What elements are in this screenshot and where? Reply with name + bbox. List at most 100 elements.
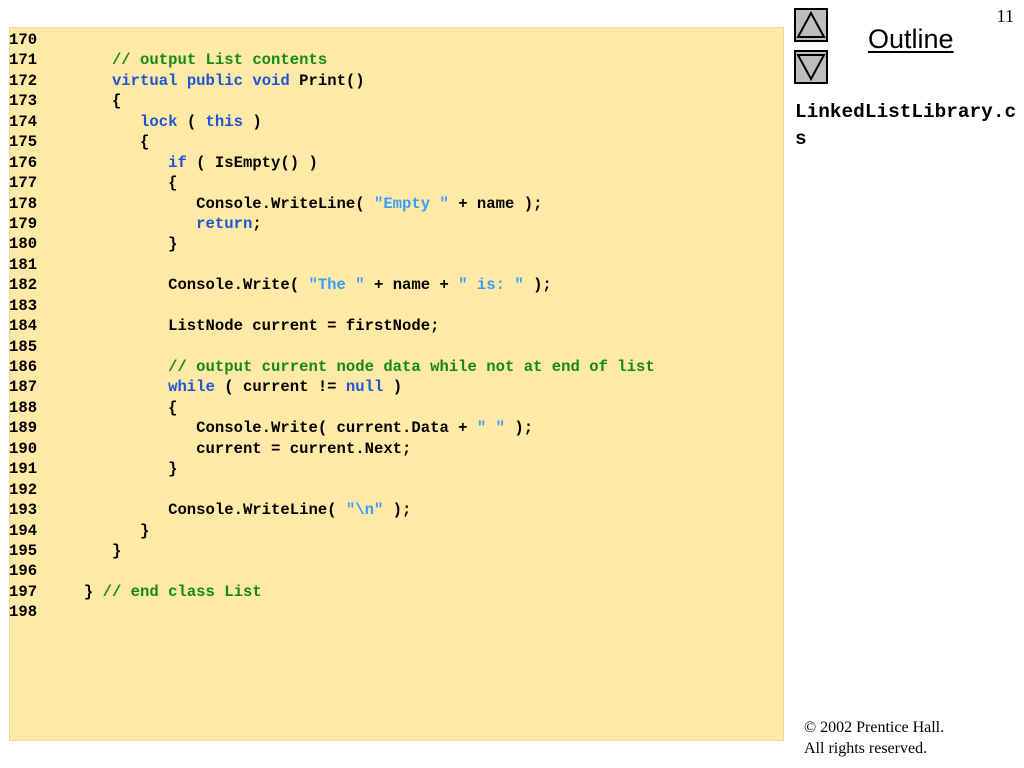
code-line: 194 }: [9, 521, 655, 541]
code-line: 174 lock ( this ): [9, 112, 655, 132]
line-number: 192: [9, 480, 38, 499]
code-keyword: void: [252, 71, 290, 90]
outline-link[interactable]: Outline: [868, 24, 954, 54]
line-number: 171: [9, 51, 38, 70]
copyright-line-1: © 2002 Prentice Hall.: [804, 719, 945, 736]
line-number: 179: [9, 214, 38, 233]
line-number: 188: [9, 398, 38, 417]
line-number: 189: [9, 419, 38, 438]
file-title: LinkedListLibrary.cs: [795, 101, 1017, 150]
code-text: [56, 113, 140, 131]
code-text: ( IsEmpty() ): [186, 153, 318, 172]
line-number: 198: [9, 603, 38, 622]
code-text: (: [177, 112, 206, 131]
code-keyword: while: [168, 378, 215, 397]
copyright-line-2: All rights reserved.: [804, 740, 928, 757]
code-line: 191 }: [9, 459, 655, 479]
code-text: [56, 154, 168, 172]
code-text: ): [383, 378, 403, 397]
code-line: 182 Console.Write( "The " + name + " is:…: [9, 275, 655, 295]
line-number: 184: [9, 317, 38, 336]
code-text: [177, 72, 186, 90]
code-text: [56, 51, 112, 69]
previous-slide-button[interactable]: [794, 8, 828, 42]
line-number: 178: [9, 194, 38, 213]
line-number: 194: [9, 521, 38, 540]
line-number: 183: [9, 296, 38, 315]
code-text: {: [55, 398, 178, 417]
code-text: [56, 378, 168, 396]
slide-number: 11: [996, 6, 1014, 26]
code-text: ): [242, 112, 262, 131]
line-number: 180: [9, 235, 38, 254]
code-line: 185: [9, 337, 655, 357]
code-text: );: [383, 501, 412, 520]
line-number: 190: [9, 439, 38, 458]
line-number: 176: [9, 153, 38, 172]
code-text: Print(): [289, 71, 365, 90]
code-text: }: [55, 460, 178, 479]
code-text: );: [504, 419, 534, 438]
code-text: current = current.Next;: [55, 439, 412, 458]
code-text: [56, 72, 112, 90]
code-line: 188 {: [9, 398, 655, 418]
line-number: 187: [9, 378, 38, 397]
code-text: {: [55, 92, 122, 111]
code-keyword: lock: [140, 112, 178, 131]
code-string: "The ": [308, 276, 365, 295]
line-number: 197: [9, 582, 38, 601]
code-text: [243, 72, 252, 90]
copyright-notice: © 2002 Prentice Hall. All rights reserve…: [804, 717, 944, 759]
code-line: 179 return;: [9, 214, 655, 234]
line-number: 181: [9, 255, 38, 274]
line-number: 177: [9, 174, 38, 193]
code-text: ListNode current = firstNode;: [55, 317, 440, 336]
code-text: }: [55, 235, 178, 254]
code-keyword: return: [196, 214, 253, 233]
code-comment: // output List contents: [111, 51, 328, 70]
code-text: + name +: [364, 276, 459, 295]
code-line: 196: [9, 561, 655, 581]
code-string: " ": [476, 419, 505, 438]
code-text: }: [55, 521, 150, 540]
next-slide-button[interactable]: [794, 50, 828, 84]
code-line: 176 if ( IsEmpty() ): [9, 153, 655, 173]
code-text: [56, 215, 196, 233]
code-line: 198: [9, 602, 655, 622]
code-text: ;: [252, 214, 262, 233]
code-text: }: [55, 541, 122, 560]
code-keyword: virtual: [111, 71, 178, 90]
code-text: Console.Write(: [55, 276, 309, 295]
code-text: [56, 358, 168, 376]
line-number: 170: [9, 31, 38, 49]
line-number: 186: [9, 358, 38, 376]
code-line: 192: [9, 480, 655, 500]
code-keyword: this: [205, 112, 243, 131]
code-text: );: [523, 276, 552, 295]
code-line: 189 Console.Write( current.Data + " " );: [9, 418, 655, 438]
code-line: 187 while ( current != null ): [9, 377, 655, 397]
code-line: 171 // output List contents: [9, 50, 655, 70]
code-line: 186 // output current node data while no…: [9, 357, 655, 377]
code-line: 195 }: [9, 541, 655, 561]
line-number: 196: [9, 562, 38, 581]
code-line: 181: [9, 255, 655, 275]
code-string: "Empty ": [373, 194, 449, 213]
line-number: 185: [9, 337, 38, 356]
code-comment: // end class List: [102, 582, 262, 601]
code-line: 172 virtual public void Print(): [9, 71, 655, 91]
line-number: 195: [9, 541, 38, 560]
code-text: Console.Write( current.Data +: [55, 419, 477, 438]
code-comment: // output current node data while not at…: [168, 358, 655, 376]
line-number: 193: [9, 501, 38, 520]
code-panel: [9, 27, 784, 741]
line-number: 172: [9, 71, 38, 90]
code-keyword: if: [168, 153, 187, 172]
code-string: " is: ": [458, 276, 524, 295]
code-line: 183: [9, 296, 655, 316]
code-line: 193 Console.WriteLine( "\n" );: [9, 500, 655, 520]
code-line: 180 }: [9, 234, 655, 254]
line-number: 182: [9, 276, 38, 295]
